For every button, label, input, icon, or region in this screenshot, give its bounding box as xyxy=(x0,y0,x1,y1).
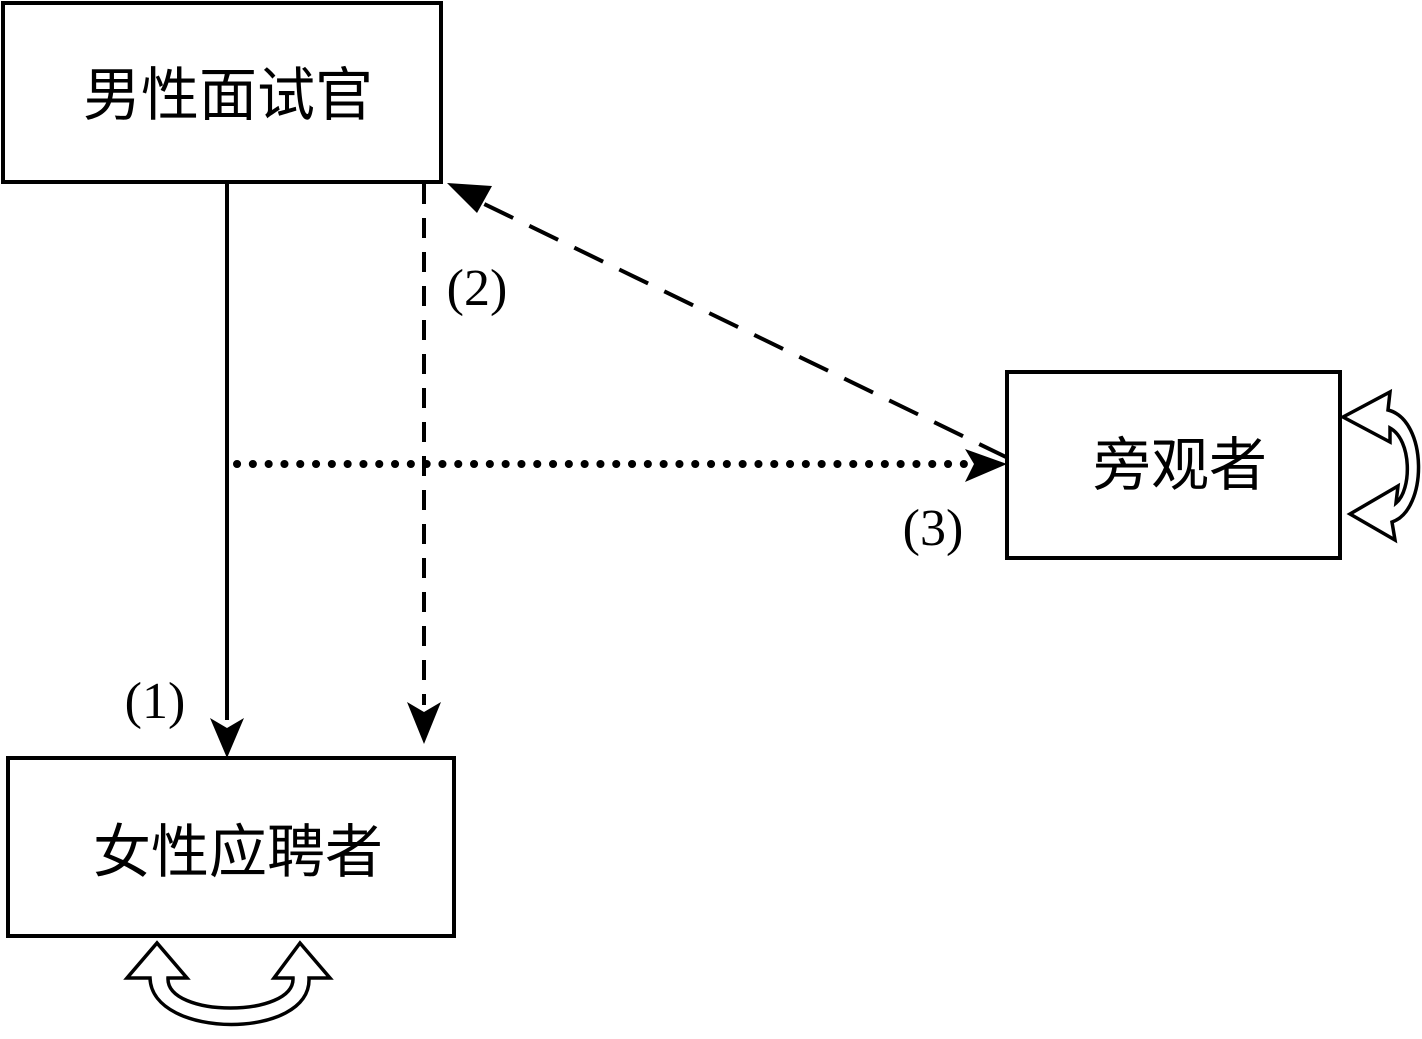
edge-3: (3) xyxy=(233,449,1007,557)
applicant-label: 女性应聘者 xyxy=(93,818,383,886)
bystander-box xyxy=(1005,370,1342,560)
bystander-label: 旁观者 xyxy=(1093,431,1267,499)
bystander-self-loop-icon xyxy=(1339,388,1421,544)
interviewer-label: 男性面试官 xyxy=(83,61,373,129)
edge-3-label: (3) xyxy=(903,500,964,557)
edge-2: (2) xyxy=(407,183,1009,744)
edge-2-vertical-arrowhead xyxy=(407,702,441,744)
node-applicant: 女性应聘者 xyxy=(6,756,456,938)
edge-1-arrowhead xyxy=(210,718,244,758)
edge-3-arrowhead xyxy=(965,449,1007,482)
edge-1: (1) xyxy=(125,184,244,758)
edge-2-diagonal-line xyxy=(475,198,1009,460)
node-bystander: 旁观者 xyxy=(1005,370,1342,560)
node-interviewer: 男性面试官 xyxy=(1,1,443,184)
applicant-box xyxy=(6,756,456,938)
interviewer-box xyxy=(1,1,443,184)
edge-1-label: (1) xyxy=(125,673,186,730)
edge-2-label: (2) xyxy=(447,260,508,317)
edge-2-diagonal-arrowhead xyxy=(447,183,492,213)
applicant-self-loop-icon xyxy=(123,940,334,1027)
